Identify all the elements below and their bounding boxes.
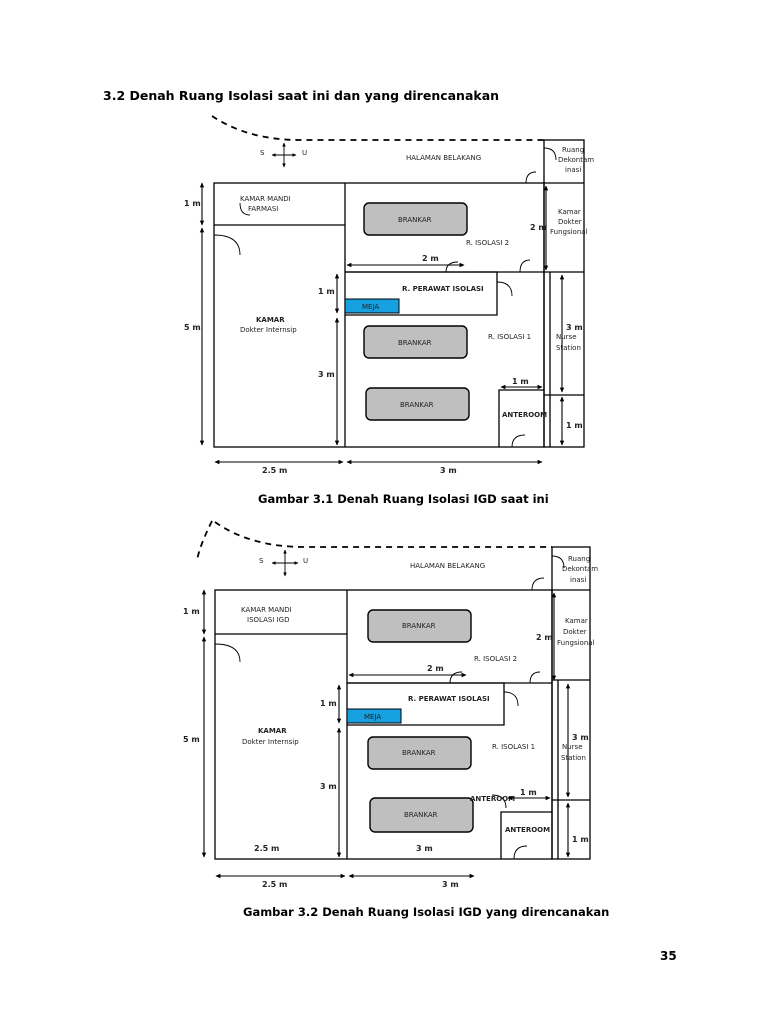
ruang-dekon-l1: Ruang xyxy=(568,555,590,563)
dim-label: 1 m xyxy=(184,199,201,208)
isolasi2-label: R. ISOLASI 2 xyxy=(474,655,517,663)
brankar-label: BRANKAR xyxy=(402,749,436,757)
section-title: 3.2 Denah Ruang Isolasi saat ini dan yan… xyxy=(103,88,500,103)
kamar-mandi-l1: KAMAR MANDI xyxy=(240,195,291,203)
brankar-bed xyxy=(367,736,472,770)
kamar-internsip-l2: Dokter Internsip xyxy=(242,738,299,746)
dim-label: 3 m xyxy=(318,370,335,379)
compass-north: U xyxy=(302,149,307,157)
dim-label: 1 m xyxy=(183,607,200,616)
brankar-bed xyxy=(367,609,472,643)
isolasi1-label: R. ISOLASI 1 xyxy=(492,743,535,751)
kamar-mandi-l2: ISOLASI IGD xyxy=(247,616,289,624)
brankar-bed xyxy=(363,325,468,359)
dim-label: 1 m xyxy=(566,421,583,430)
anteroom-label: ANTEROOM xyxy=(505,826,550,834)
kdf-l1: Kamar xyxy=(558,208,581,216)
nurse-l2: Station xyxy=(556,344,581,352)
nurse-l1: Nurse xyxy=(562,743,583,751)
anteroom-label: ANTEROOM xyxy=(502,411,547,419)
dim-label: 1 m xyxy=(512,377,529,386)
floor-plan-planned: S U HALAMAN BELAKANG Ruang Dekontam inas… xyxy=(183,520,598,889)
dim-label: 5 m xyxy=(184,323,201,332)
ruang-dekon-l2: Dekontam xyxy=(562,565,598,573)
dim-label: 3 m xyxy=(320,782,337,791)
dim-label: 1 m xyxy=(572,835,589,844)
nurse-l2: Station xyxy=(561,754,586,762)
halaman-label: HALAMAN BELAKANG xyxy=(410,562,485,570)
page-number: 35 xyxy=(660,949,677,963)
isolasi2-label: R. ISOLASI 2 xyxy=(466,239,509,247)
kamar-mandi-l1: KAMAR MANDI xyxy=(241,606,292,614)
dim-label: 1 m xyxy=(320,699,337,708)
brankar-label: BRANKAR xyxy=(398,339,432,347)
dim-label: 1 m xyxy=(520,788,537,797)
ruang-dekon-l2: Dekontam xyxy=(558,156,594,164)
compass-icon xyxy=(271,142,297,168)
compass-north: U xyxy=(303,557,308,565)
dim-label: 3 m xyxy=(440,466,457,475)
brankar-label: BRANKAR xyxy=(404,811,438,819)
ruang-dekon-l3: inasi xyxy=(565,166,581,174)
brankar-label: BRANKAR xyxy=(402,622,436,630)
kamar-internsip-l1: KAMAR xyxy=(258,727,287,735)
kdf-l1: Kamar xyxy=(565,617,588,625)
meja-table xyxy=(346,708,402,724)
ruang-dekon-l1: Ruang xyxy=(562,146,584,154)
brankar-label: BRANKAR xyxy=(400,401,434,409)
dim-label: 2.5 m xyxy=(262,466,287,475)
dim-label: 5 m xyxy=(183,735,200,744)
brankar-bed xyxy=(365,387,470,421)
dim-label: 2 m xyxy=(427,664,444,673)
dim-label: 2 m xyxy=(530,223,547,232)
dim-label: 3 m xyxy=(442,880,459,889)
kamar-internsip-l1: KAMAR xyxy=(256,316,285,324)
compass-south: S xyxy=(260,149,265,157)
dim-label: 2 m xyxy=(536,633,553,642)
anteroom-left-label: ANTEROOM xyxy=(470,795,515,803)
brankar-bed xyxy=(369,797,474,833)
kdf-l2: Dokter xyxy=(558,218,582,226)
kdf-l3: Fungsional xyxy=(550,228,588,236)
inner-dim-label: 2.5 m xyxy=(254,844,279,853)
perawat-label: R. PERAWAT ISOLASI xyxy=(408,695,490,703)
meja-label: MEJA xyxy=(364,713,381,721)
nurse-l1: Nurse xyxy=(556,333,577,341)
floor-plan-current: S U HALAMAN BELAKANG Ruang Dekontam inas… xyxy=(184,115,594,475)
meja-table xyxy=(344,298,400,314)
figure-caption-1: Gambar 3.1 Denah Ruang Isolasi IGD saat … xyxy=(258,492,549,506)
isolasi1-label: R. ISOLASI 1 xyxy=(488,333,531,341)
kdf-l3: Fungsional xyxy=(557,639,595,647)
meja-label: MEJA xyxy=(362,303,379,311)
compass-icon xyxy=(271,549,299,577)
kamar-mandi-l2: FARMASI xyxy=(248,205,278,213)
dim-label: 2 m xyxy=(422,254,439,263)
dim-label: 3 m xyxy=(572,733,589,742)
kamar-internsip-l2: Dokter Internsip xyxy=(240,326,297,334)
perawat-label: R. PERAWAT ISOLASI xyxy=(402,285,484,293)
kdf-l2: Dokter xyxy=(563,628,587,636)
inner-dim-label: 3 m xyxy=(416,844,433,853)
ruang-dekon-l3: inasi xyxy=(570,576,586,584)
brankar-bed xyxy=(363,202,468,236)
dim-label: 2.5 m xyxy=(262,880,287,889)
dim-label: 1 m xyxy=(318,287,335,296)
figure-caption-2: Gambar 3.2 Denah Ruang Isolasi IGD yang … xyxy=(243,905,610,919)
compass-south: S xyxy=(259,557,264,565)
dim-label: 3 m xyxy=(566,323,583,332)
brankar-label: BRANKAR xyxy=(398,216,432,224)
halaman-label: HALAMAN BELAKANG xyxy=(406,154,481,162)
